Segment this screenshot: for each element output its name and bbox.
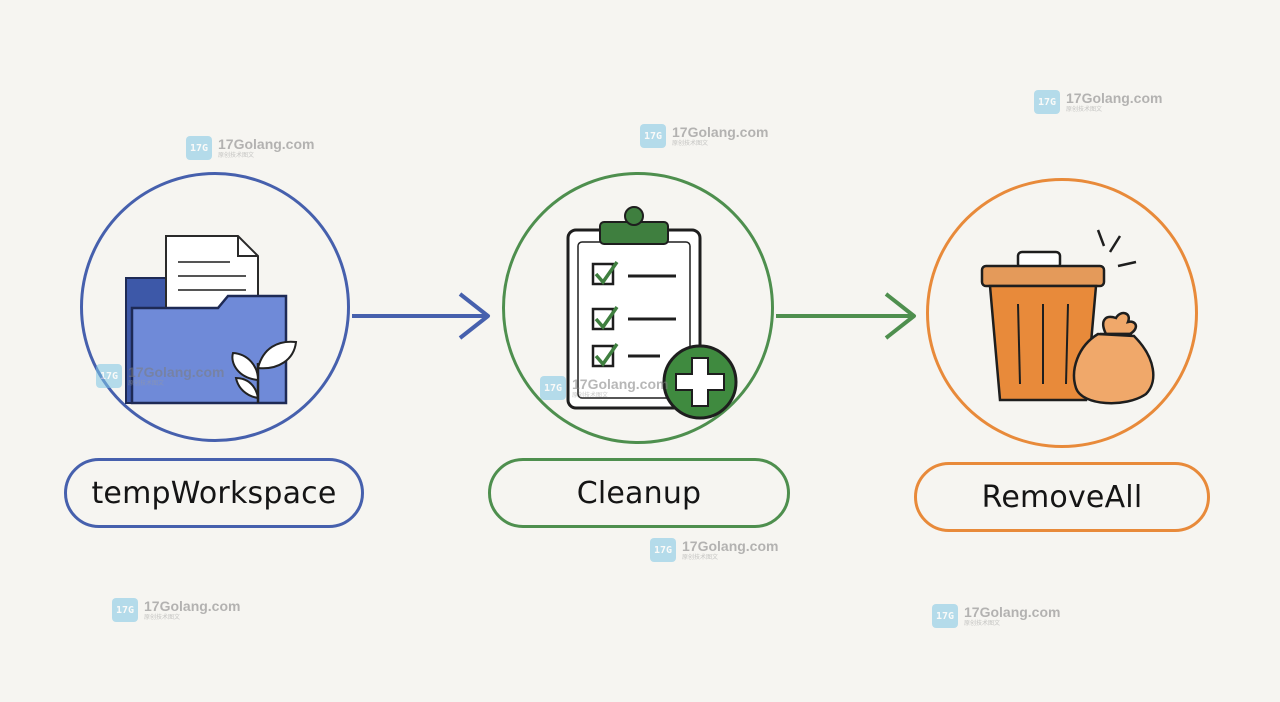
watermark-domain: 17Golang.com	[144, 598, 241, 614]
watermark: 17G 17Golang.com 原创技术图文	[640, 124, 768, 148]
watermark-domain: 17Golang.com	[672, 124, 769, 140]
node-circle-tempworkspace	[80, 172, 350, 442]
watermark-logo: 17G	[932, 604, 958, 628]
clipboard-checklist-icon	[566, 206, 738, 420]
watermark-logo: 17G	[112, 598, 138, 622]
watermark: 17G 17Golang.com 原创技术图文	[540, 376, 668, 400]
watermark-subtitle: 原创技术图文	[672, 140, 709, 147]
watermark-logo: 17G	[96, 364, 122, 388]
watermark-logo: 17G	[650, 538, 676, 562]
node-label-cleanup: Cleanup	[488, 458, 790, 528]
folder-sprout-icon	[125, 235, 298, 405]
watermark-domain: 17Golang.com	[128, 364, 225, 380]
watermark-domain: 17Golang.com	[964, 604, 1061, 620]
watermark: 17G 17Golang.com 原创技术图文	[1034, 90, 1162, 114]
arrow-1	[352, 292, 490, 340]
watermark-subtitle: 原创技术图文	[682, 554, 719, 561]
watermark-domain: 17Golang.com	[1066, 90, 1163, 106]
node-label-tempworkspace: tempWorkspace	[64, 458, 364, 528]
watermark: 17G 17Golang.com 原创技术图文	[186, 136, 314, 160]
trash-bin-icon	[980, 229, 1155, 405]
node-circle-cleanup	[502, 172, 774, 444]
watermark-domain: 17Golang.com	[682, 538, 779, 554]
watermark-logo: 17G	[186, 136, 212, 160]
node-circle-removeall	[926, 178, 1198, 448]
node-label-removeall: RemoveAll	[914, 462, 1210, 532]
watermark-subtitle: 原创技术图文	[572, 392, 609, 399]
watermark: 17G 17Golang.com 原创技术图文	[650, 538, 778, 562]
watermark-subtitle: 原创技术图文	[1066, 106, 1103, 113]
watermark: 17G 17Golang.com 原创技术图文	[112, 598, 240, 622]
watermark-logo: 17G	[640, 124, 666, 148]
watermark-domain: 17Golang.com	[572, 376, 669, 392]
watermark-domain: 17Golang.com	[218, 136, 315, 152]
watermark: 17G 17Golang.com 原创技术图文	[932, 604, 1060, 628]
watermark-subtitle: 原创技术图文	[144, 614, 181, 621]
watermark-subtitle: 原创技术图文	[128, 380, 165, 387]
watermark-logo: 17G	[1034, 90, 1060, 114]
watermark-subtitle: 原创技术图文	[964, 620, 1001, 627]
arrow-2	[776, 292, 916, 340]
watermark: 17G 17Golang.com 原创技术图文	[96, 364, 224, 388]
watermark-subtitle: 原创技术图文	[218, 152, 255, 159]
watermark-logo: 17G	[540, 376, 566, 400]
